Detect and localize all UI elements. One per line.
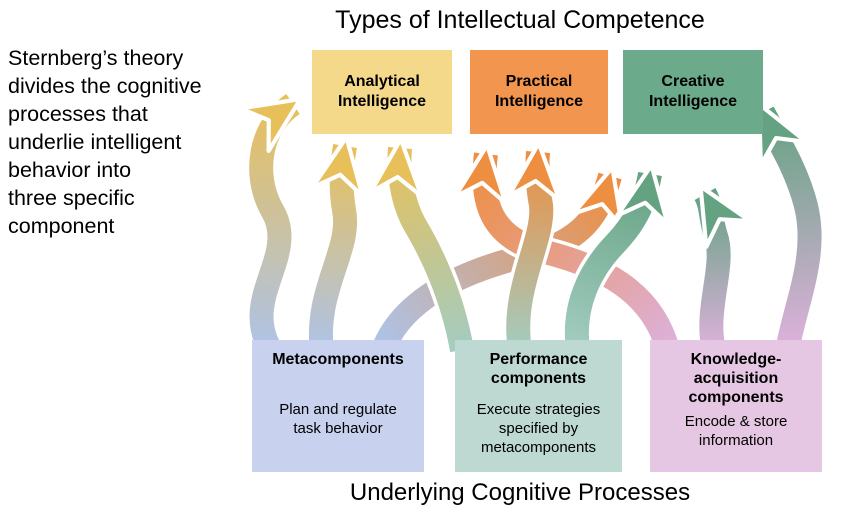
box-knowledge-acquisition-components: Knowledge- acquisition components Encode… [650, 340, 822, 472]
arrow-performance-to-creative [564, 163, 670, 352]
arrow-performance-to-practical [506, 141, 562, 352]
metacomponents-description: Plan and regulate task behavior [279, 401, 397, 437]
box-performance-components: Performance components Execute strategie… [455, 340, 622, 472]
arrow-performance-to-analytical [368, 137, 474, 353]
performance-components-description: Execute strategies specified by metacomp… [476, 401, 601, 456]
performance-components-title: Performance components [489, 351, 588, 387]
box-practical-intelligence: Practical Intelligence [470, 50, 608, 134]
box-creative-intelligence: Creative Intelligence [623, 50, 763, 134]
knowledge-acquisition-title: Knowledge- acquisition components [688, 351, 784, 406]
arrow-meta-to-analytical-left [238, 94, 303, 359]
knowledge-acquisition-description: Encode & store information [684, 413, 788, 449]
metacomponents-title: Metacomponents [272, 351, 404, 368]
side-note-text: Sternberg’s theory divides the cognitive… [8, 46, 202, 238]
box-metacomponents: Metacomponents Plan and regulate task be… [252, 340, 424, 472]
box-analytical-intelligence: Analytical Intelligence [312, 50, 452, 134]
arrow-knowledge-to-creative-mid [694, 184, 753, 353]
diagram-title-top: Types of Intellectual Competence [335, 6, 705, 34]
diagram-title-bottom: Underlying Cognitive Processes [349, 479, 691, 506]
arrow-meta-to-analytical-center [308, 135, 365, 354]
arrow-knowledge-to-creative-right [752, 102, 822, 349]
